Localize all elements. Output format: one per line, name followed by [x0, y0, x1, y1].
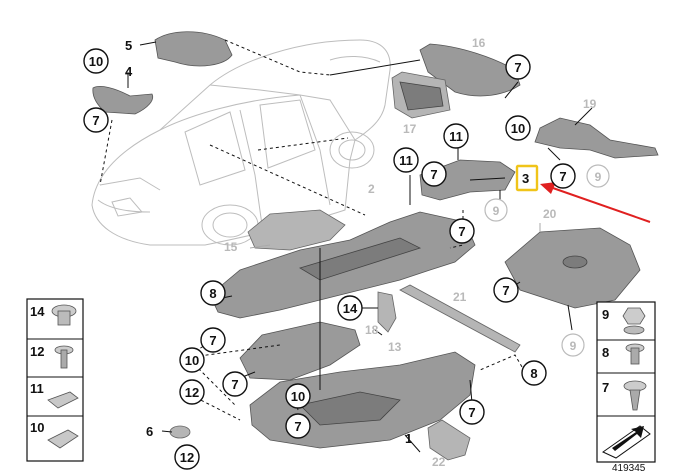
svg-text:7: 7	[559, 169, 566, 184]
circle-7-top-left: 7	[83, 107, 109, 133]
circle-10-top-right: 10	[505, 115, 531, 141]
legend-right-panel: 9 8 7	[596, 301, 656, 463]
circle-7-right: 7	[493, 277, 519, 303]
circle-12-left: 12	[179, 379, 205, 405]
svg-text:12: 12	[180, 450, 194, 465]
svg-text:7: 7	[468, 405, 475, 420]
label-17: 17	[403, 122, 417, 136]
highlight-box	[515, 164, 539, 192]
label-3: 3	[522, 171, 529, 186]
part-4-tray	[92, 86, 154, 115]
svg-text:7: 7	[430, 167, 437, 182]
part-22-plate	[427, 419, 471, 461]
legend-left-12: 12	[30, 344, 44, 359]
part-21-strip	[399, 284, 521, 353]
legend-left-10: 10	[30, 420, 44, 435]
circle-10-top-left: 10	[83, 48, 109, 74]
circle-7-left-b: 7	[222, 371, 248, 397]
svg-text:7: 7	[502, 283, 509, 298]
part-19-bracket	[534, 117, 659, 159]
svg-text:9: 9	[570, 339, 577, 353]
svg-text:14: 14	[343, 301, 358, 316]
label-19: 19	[583, 97, 597, 111]
label-18: 18	[365, 323, 379, 337]
fastener-9-icon	[622, 307, 646, 335]
label-13: 13	[388, 340, 402, 354]
circle-9-grey-b: 9	[586, 164, 610, 188]
label-20: 20	[543, 207, 557, 221]
svg-text:7: 7	[294, 419, 301, 434]
part-1-recess	[299, 391, 401, 426]
fastener-14-icon	[51, 304, 77, 326]
svg-text:7: 7	[231, 377, 238, 392]
svg-text:11: 11	[399, 153, 413, 168]
circle-11-mid: 11	[393, 147, 419, 173]
part-6-grommet	[169, 425, 191, 439]
label-4: 4	[125, 64, 133, 79]
circle-7-mid-b: 7	[449, 218, 475, 244]
circle-11-upper: 11	[443, 123, 469, 149]
legend-right-9: 9	[602, 307, 609, 322]
svg-text:7: 7	[458, 224, 465, 239]
circle-7-bottom-a: 7	[285, 413, 311, 439]
circle-10-left: 10	[179, 347, 205, 373]
circle-10-bottom: 10	[285, 383, 311, 409]
svg-text:9: 9	[493, 204, 500, 218]
legend-left-14: 14	[30, 304, 45, 319]
part-15-cover	[247, 209, 346, 251]
part-5-shield	[154, 31, 233, 67]
arrow-sheet-icon	[602, 425, 651, 459]
label-5: 5	[125, 38, 132, 53]
part-2-channel	[299, 237, 422, 281]
circle-8-right: 8	[521, 360, 547, 386]
fastener-12-icon	[54, 345, 74, 369]
fastener-11-icon	[47, 391, 79, 409]
label-2: 2	[368, 182, 375, 196]
label-6: 6	[146, 424, 153, 439]
svg-text:10: 10	[185, 353, 199, 368]
circle-12-bottom: 12	[174, 444, 200, 470]
red-arrow	[540, 182, 651, 223]
doc-number: 419345	[612, 463, 646, 474]
part-17-box-opening	[399, 81, 444, 111]
legend-right-8: 8	[602, 345, 609, 360]
svg-text:11: 11	[449, 129, 463, 144]
svg-text:10: 10	[511, 121, 525, 136]
svg-text:7: 7	[209, 333, 216, 348]
legend-left-panel: 14 12 11 10	[26, 298, 84, 462]
label-1: 1	[405, 431, 412, 446]
circle-9-grey-c: 9	[561, 333, 585, 357]
circle-8-left: 8	[200, 280, 226, 306]
fastener-10-icon	[47, 429, 79, 449]
part-18-clip	[377, 291, 397, 333]
svg-text:9: 9	[595, 170, 602, 184]
circle-14-mid: 14	[337, 295, 363, 321]
car-outline	[91, 39, 391, 246]
svg-text:7: 7	[92, 113, 99, 128]
label-22: 22	[432, 455, 446, 469]
legend-right-7: 7	[602, 380, 609, 395]
svg-text:10: 10	[291, 389, 305, 404]
circle-7-top-right: 7	[505, 54, 531, 80]
circle-7-left-a: 7	[200, 327, 226, 353]
fastener-7-icon	[623, 380, 647, 411]
label-15: 15	[224, 240, 238, 254]
circle-9-grey-a: 9	[484, 198, 508, 222]
svg-text:10: 10	[89, 54, 103, 69]
legend-left-11: 11	[30, 381, 44, 396]
svg-text:8: 8	[530, 366, 537, 381]
circle-7-mid-a: 7	[421, 161, 447, 187]
circle-7-bottom-right: 7	[459, 399, 485, 425]
svg-text:7: 7	[514, 60, 521, 75]
circle-7-near-3: 7	[550, 163, 576, 189]
svg-text:8: 8	[209, 286, 216, 301]
part-20-hole	[562, 255, 588, 269]
svg-text:12: 12	[185, 385, 199, 400]
label-21: 21	[453, 290, 467, 304]
fastener-8-icon	[625, 343, 645, 365]
label-16: 16	[472, 36, 486, 50]
part-lower-mid-panel	[239, 321, 361, 381]
